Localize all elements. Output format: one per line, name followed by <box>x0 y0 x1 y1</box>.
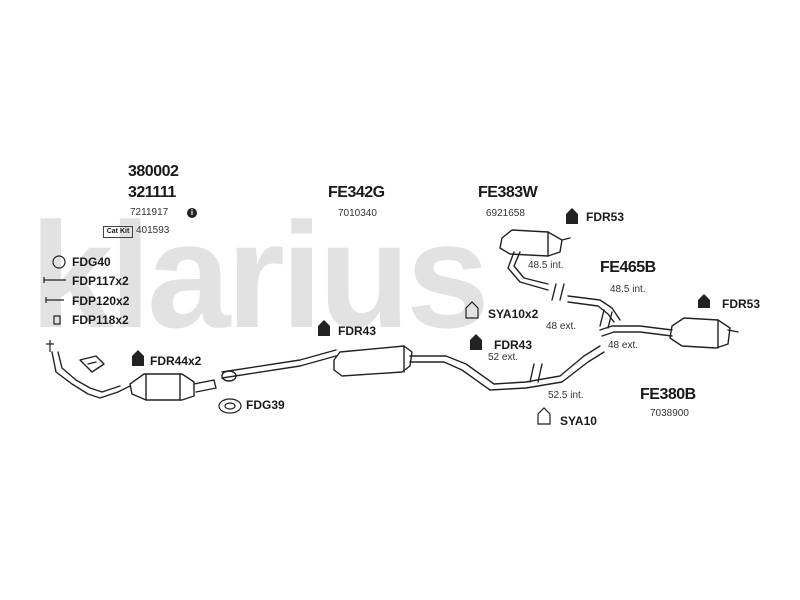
dim-52-5-int: 52.5 int. <box>548 390 584 401</box>
fdp118-nut <box>53 315 61 325</box>
dim-52-ext: 52 ext. <box>488 352 519 363</box>
klarius-watermark: klarius <box>30 191 490 359</box>
fdg40-label: FDG40 <box>72 255 111 269</box>
dim-48-5-int-left: 48.5 int. <box>528 260 564 271</box>
fdr53-right-hanger <box>698 294 710 308</box>
dim-48-ext-right: 48 ext. <box>608 340 639 351</box>
fe380b-pipe <box>599 325 673 331</box>
fdr43-left-hanger <box>318 320 330 336</box>
sya10x2-clamp <box>465 301 479 319</box>
fdr53-top-label: FDR53 <box>586 210 625 224</box>
fdr53-top-hanger <box>566 208 578 224</box>
cat-code-2: 321111 <box>128 184 176 201</box>
fdp117-bolt <box>43 277 66 283</box>
fdr53-right-label: FDR53 <box>722 297 761 311</box>
fe383w-code: FE383W <box>478 184 538 201</box>
dim-48-ext-left: 48 ext. <box>546 321 577 332</box>
fe383w-ref: 6921658 <box>486 208 525 219</box>
cat-kit-label: Cat Kit <box>103 226 133 238</box>
fdp118-label: FDP118x2 <box>72 313 129 327</box>
fe380b-code: FE380B <box>640 386 696 403</box>
oxygen-sensor <box>46 340 54 352</box>
rear-silencer <box>669 317 731 349</box>
fe380b-ref: 7038900 <box>650 408 689 419</box>
fdp120-label: FDP120x2 <box>72 294 130 308</box>
cat-kit-ref: 401593 <box>136 225 170 236</box>
fe383w-front-pipe <box>409 345 601 385</box>
sya10x2-label: SYA10x2 <box>488 307 539 321</box>
catalytic-converter <box>129 373 195 401</box>
front-flange <box>79 355 105 373</box>
cat-code-1: 380002 <box>128 163 179 180</box>
fdr44-hanger <box>132 350 144 366</box>
dim-48-5-int-right: 48.5 int. <box>610 284 646 295</box>
fe465b-code: FE465B <box>600 259 656 276</box>
fe342g-pipe <box>221 355 337 379</box>
cat-ref: 7211917 <box>130 207 169 218</box>
centre-silencer <box>333 345 413 377</box>
sya10-clamp <box>537 407 551 425</box>
fdr44-label: FDR44x2 <box>150 354 202 368</box>
fdg39-gasket <box>218 398 242 414</box>
sya10-label: SYA10 <box>560 414 597 428</box>
fe465b-pipe <box>567 295 621 321</box>
info-icon: i <box>187 208 197 218</box>
fdg39-label: FDG39 <box>246 398 285 412</box>
fdr43-mid-hanger <box>470 334 482 350</box>
fdg40-gasket <box>52 255 66 269</box>
fdp117-label: FDP117x2 <box>72 274 129 288</box>
front-downpipe <box>51 351 131 399</box>
fe342g-code: FE342G <box>328 184 385 201</box>
fdr43-left-label: FDR43 <box>338 324 377 338</box>
fe342g-ref: 7010340 <box>338 208 377 219</box>
fe383w-upper-pipe <box>507 251 549 291</box>
fdp120-bolt <box>45 297 64 303</box>
fe383w-silencer <box>499 229 563 257</box>
fdr43-mid-label: FDR43 <box>494 338 533 352</box>
